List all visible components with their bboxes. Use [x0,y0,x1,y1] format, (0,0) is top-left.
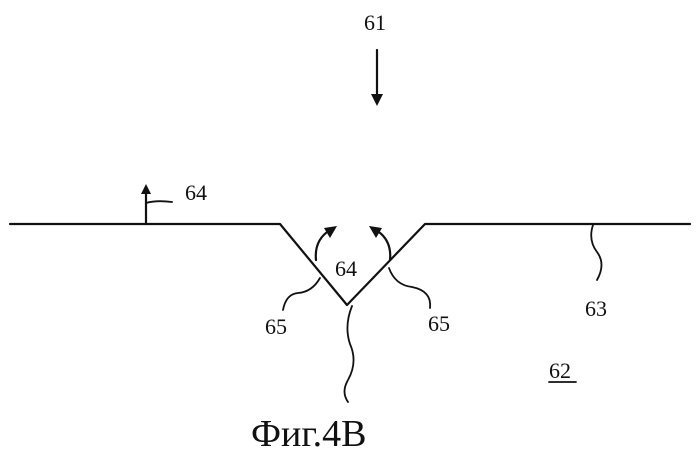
leader-65-right [389,268,430,308]
label-61: 61 [364,10,386,35]
leader-63 [591,225,601,280]
figure-caption: Фиг.4B [251,413,367,455]
curved-arrow-right-64 [376,230,390,260]
curved-arrow-left-64 [316,230,330,260]
leader-64-top [146,201,172,203]
label-64-top: 64 [185,180,207,205]
normal-arrowhead-64 [141,184,151,194]
incident-arrowhead [371,94,383,106]
label-64-center: 64 [335,256,357,281]
label-65-left: 65 [265,314,287,339]
label-63: 63 [585,296,607,321]
leader-65-left [283,278,320,310]
label-65-right: 65 [428,311,450,336]
label-62: 62 [549,358,571,383]
leader-groove-tip [345,306,354,402]
